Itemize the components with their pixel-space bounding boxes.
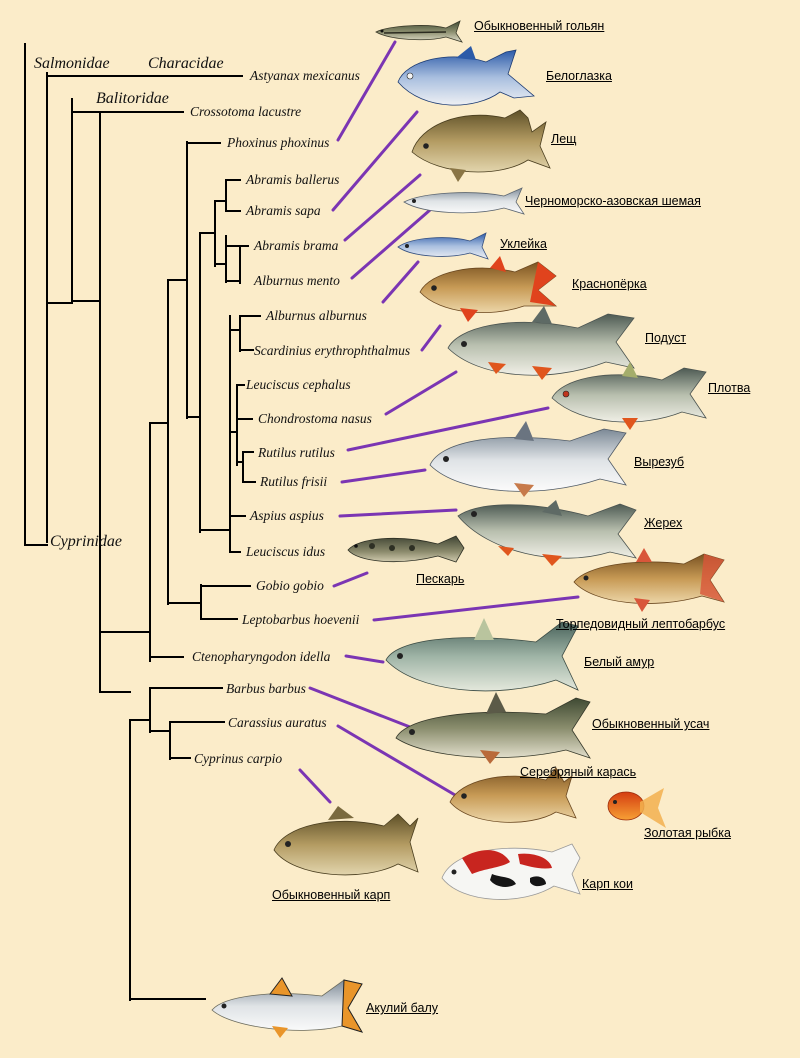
species-label: Carassius auratus — [228, 715, 327, 730]
grass-carp-illustration — [385, 618, 579, 692]
nase-illustration — [447, 306, 635, 380]
species-label: Cyprinus carpio — [194, 751, 283, 766]
bala-shark-illustration — [211, 977, 364, 1038]
species-label: Crossotoma lacustre — [190, 104, 302, 119]
species-label: Abramis ballerus — [246, 172, 340, 187]
common-name-link[interactable]: Белоглазка — [546, 69, 612, 83]
goldfish-illustration — [607, 788, 666, 828]
tree-branches — [24, 43, 261, 1001]
roach-illustration — [551, 362, 707, 430]
minnow-fish-illustration — [375, 20, 463, 43]
common-name-link[interactable]: Жерех — [644, 516, 683, 530]
species-label: Abramis brama — [254, 238, 339, 253]
species-label: Phoxinus phoxinus — [227, 135, 330, 150]
family-label-balitoridae: Balitoridae — [96, 90, 169, 107]
leptobarbus-illustration — [573, 548, 725, 612]
species-label: Leuciscus cephalus — [246, 377, 351, 392]
species-label: Astyanax mexicanus — [250, 68, 360, 83]
rudd-illustration — [419, 256, 558, 322]
species-label: Ctenopharyngodon idella — [192, 649, 331, 664]
white-eye-bream-illustration — [397, 46, 535, 106]
common-name-link[interactable]: Акулий балу — [366, 1001, 439, 1015]
species-label: Aspius aspius — [250, 508, 324, 523]
common-name-link[interactable]: Черноморско-азовская шемая — [525, 194, 701, 208]
common-name-link[interactable]: Краснопёрка — [572, 277, 647, 291]
species-label: Gobio gobio — [256, 578, 324, 593]
asp-illustration — [457, 500, 637, 566]
species-label: Alburnus mento — [254, 273, 340, 288]
common-name-link[interactable]: Торпедовидный лептобарбус — [556, 617, 726, 631]
koi-illustration — [441, 843, 581, 900]
common-name-link[interactable]: Серебряный карась — [520, 765, 637, 779]
kutum-illustration — [429, 421, 627, 497]
species-label: Abramis sapa — [246, 203, 321, 218]
bleak-illustration — [397, 232, 489, 260]
common-name-link[interactable]: Белый амур — [584, 655, 655, 669]
shemaya-illustration — [403, 187, 525, 215]
silver-crucian-carp-illustration — [449, 767, 577, 823]
common-name-link[interactable]: Уклейка — [500, 237, 547, 251]
species-label: Leptobarbus hoevenii — [242, 612, 360, 627]
common-name-link[interactable]: Пескарь — [416, 572, 465, 586]
barbel-illustration — [395, 692, 591, 764]
common-name-link[interactable]: Золотая рыбка — [644, 826, 731, 840]
common-name-link[interactable]: Плотва — [708, 381, 751, 395]
family-label-characidae: Characidae — [148, 55, 224, 72]
species-label: Chondrostoma nasus — [258, 411, 372, 426]
family-label-salmonidae: Salmonidae — [34, 55, 110, 72]
common-name-link[interactable]: Лещ — [551, 132, 577, 146]
common-name-link[interactable]: Обыкновенный гольян — [474, 19, 605, 33]
common-carp-illustration — [273, 806, 419, 876]
species-label: Scardinius erythrophthalmus — [254, 343, 411, 358]
species-label: Alburnus alburnus — [266, 308, 367, 323]
common-name-link[interactable]: Карп кои — [582, 877, 633, 891]
family-label-cyprinidae: Cyprinidae — [50, 533, 122, 550]
bream-illustration — [411, 109, 551, 182]
common-name-link[interactable]: Вырезуб — [634, 455, 685, 469]
species-label: Barbus barbus — [226, 681, 306, 696]
species-label: Rutilus rutilus — [258, 445, 335, 460]
connector-lines — [298, 40, 580, 804]
common-name-link[interactable]: Подуст — [645, 331, 687, 345]
common-name-link[interactable]: Обыкновенный усач — [592, 717, 710, 731]
species-label: Rutilus frisii — [260, 474, 328, 489]
gudgeon-illustration — [347, 535, 465, 563]
species-label: Leuciscus idus — [246, 544, 326, 559]
common-name-link[interactable]: Обыкновенный карп — [272, 888, 391, 902]
